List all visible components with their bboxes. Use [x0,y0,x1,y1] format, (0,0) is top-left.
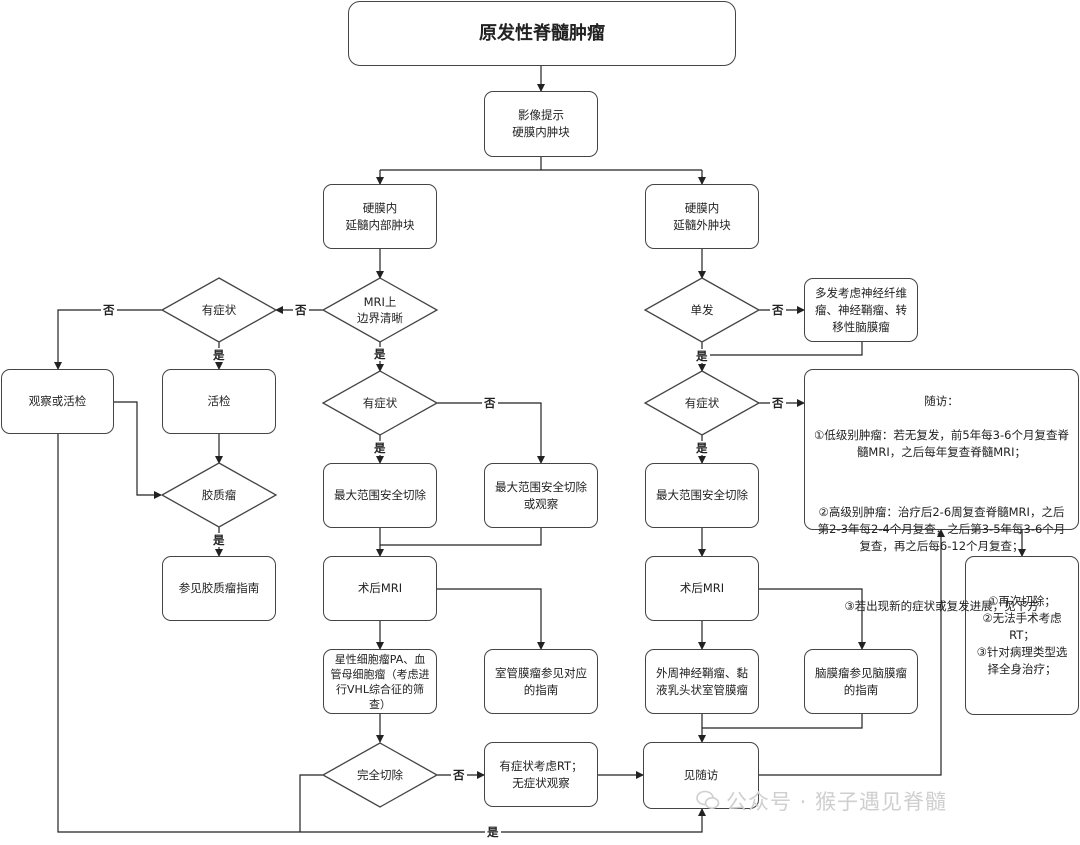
label-yes-symptom-left: 是 [211,348,227,362]
node-extramedullary: 硬膜内 延髓外肿块 [645,184,759,249]
label-yes-symptom-mid: 是 [372,441,388,455]
decision-mri: MRI上 边界清晰 [357,295,403,325]
edge-imaging-split [379,157,703,184]
label-yes-mri: 是 [372,347,388,361]
decision-glioma-shape [160,462,278,528]
edge-postopr-mening [759,588,866,650]
decision-symptom-mid: 有症状 [362,396,398,410]
node-intramedullary: 硬膜内 延髓内部肿块 [323,184,437,249]
decision-symptom-left-shape [160,277,278,343]
edge-postop-epend [437,588,545,650]
label-no-single: 否 [770,303,786,317]
label-yes-single: 是 [694,349,710,363]
node-see-followup: 见随访 [643,742,759,809]
followup-item-3: ③若出现新的症状或复发进展，见下方 [844,599,1039,613]
label-no-complete: 否 [451,768,467,782]
edge-maxresobs-postop [380,528,542,546]
decision-single-shape [643,277,761,343]
chart-title: 原发性脊髓肿瘤 [348,1,736,66]
edge-complete-bottom [299,774,323,832]
decision-symptom-right-shape [643,370,761,436]
decision-symptom-right: 有症状 [684,396,720,410]
node-max-resection-mid: 最大范围安全切除 [323,463,437,528]
followup-title: 随访： [924,394,959,408]
node-astrocytoma: 星性细胞瘤PA、血管母细胞瘤（考虑进行VHL综合征的筛查） [323,649,437,714]
watermark: 公众号 · 猴子遇见脊髓 [726,790,948,814]
node-followup: 随访： ①低级别肿瘤：若无复发，前5年每3-6个月复查脊髓MRI，之后每年复查脊… [804,369,1079,613]
decision-glioma: 胶质瘤 [201,488,237,502]
node-postop-mri-mid: 术后MRI [323,556,437,621]
node-multiple: 多发考虑神经纤维瘤、神经鞘瘤、转移性脑膜瘤 [804,278,918,342]
node-retreat: ①再次切除； ②无法手术考虑RT； ③针对病理类型选择全身治疗； [965,556,1079,715]
edge-multiple-merge [702,342,863,356]
node-max-resection-or-observe: 最大范围安全切除 或观察 [484,463,598,528]
label-yes-glioma: 是 [211,533,227,547]
node-glioma-guide: 参见胶质瘤指南 [162,556,276,621]
node-rt-observe: 有症状考虑RT； 无症状观察 [484,742,598,807]
followup-item-2: ②高级别肿瘤：治疗后2-6周复查脊髓MRI，之后第2-3年每2-4个月复查，之后… [817,505,1066,553]
node-peripheral: 外周神经鞘瘤、黏液乳头状室管膜瘤 [645,649,759,714]
node-imaging: 影像提示 硬膜内肿块 [484,91,598,157]
label-no-symptom-right: 否 [770,396,786,410]
node-biopsy: 活检 [162,369,276,434]
node-postop-mri-right: 术后MRI [645,556,759,621]
label-no-symptom-left: 否 [101,303,117,317]
decision-single: 单发 [690,303,714,317]
decision-complete-resection: 完全切除 [357,768,403,782]
edge-observe-glioma [114,401,162,499]
decision-symptom-mid-shape [321,370,439,436]
followup-item-1: ①低级别肿瘤：若无复发，前5年每3-6个月复查脊髓MRI，之后每年复查脊髓MRI… [814,428,1069,459]
label-yes-symptom-right: 是 [694,441,710,455]
edge-seefollow-followbox [759,529,945,776]
edge-yes-bottom [57,434,706,833]
label-yes-bottom: 是 [485,825,501,839]
node-ependymoma-guide: 室管膜瘤参见对应 的指南 [484,649,598,714]
label-no-symptom-mid: 否 [482,396,498,410]
decision-complete-shape [321,742,439,808]
edge-mening-followup [702,714,863,729]
decision-symptom-left: 有症状 [201,303,237,317]
edge-symptomleft-observe [54,309,163,370]
label-no-mri: 否 [293,303,309,317]
wechat-icon [696,790,720,809]
node-observe-biopsy: 观察或活检 [1,369,114,434]
node-meningioma-guide: 脑膜瘤参见脑膜瘤 的指南 [804,649,918,714]
decision-mri-shape [321,277,439,343]
node-max-resection-right: 最大范围安全切除 [645,463,759,528]
edge-symptommid-maxresobs [437,402,545,464]
